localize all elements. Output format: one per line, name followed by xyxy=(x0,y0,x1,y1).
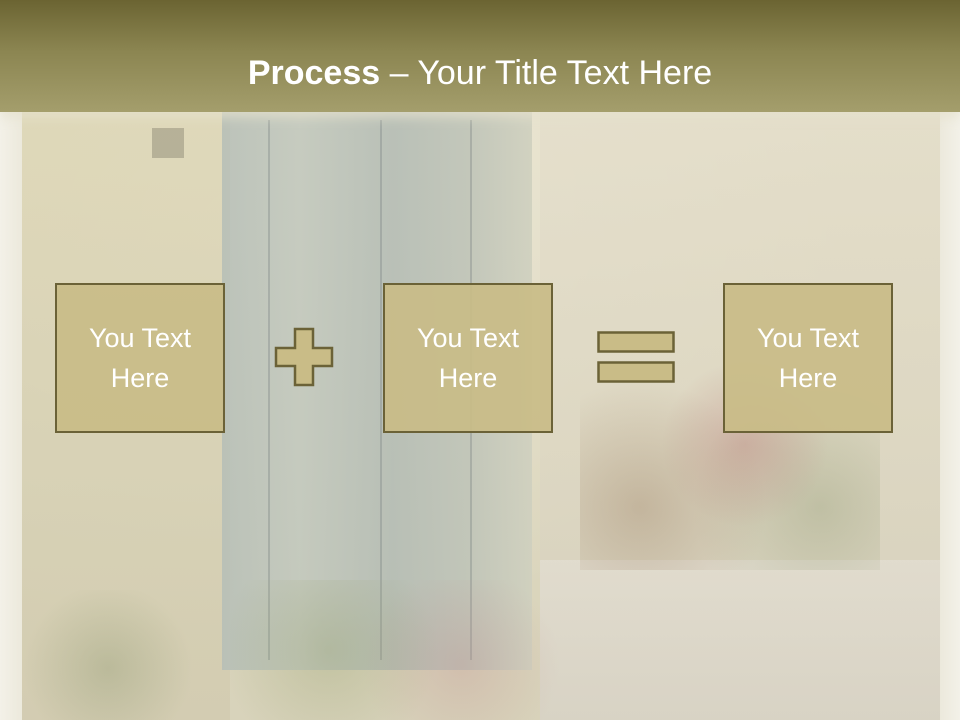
slide-title-rest: – Your Title Text Here xyxy=(380,54,713,92)
text-box-3[interactable]: You Text Here xyxy=(723,283,893,433)
wall-vent xyxy=(152,128,184,158)
text-box-1[interactable]: You Text Here xyxy=(55,283,225,433)
slide-title-bold: Process xyxy=(247,54,381,92)
background-step xyxy=(540,560,940,720)
slide-title[interactable]: Process – Your Title Text Here xyxy=(0,54,960,93)
door-plank-line xyxy=(380,120,382,660)
frame-border-right xyxy=(940,0,960,720)
text-box-label: You Text Here xyxy=(416,323,520,393)
text-box-label: You Text Here xyxy=(88,323,192,393)
plus-icon xyxy=(274,327,334,387)
text-box-label: You Text Here xyxy=(756,323,860,393)
background-plants-bottom xyxy=(230,580,560,720)
title-bar: Process – Your Title Text Here xyxy=(0,0,960,112)
background-plants-left xyxy=(20,590,240,720)
text-box-2[interactable]: You Text Here xyxy=(383,283,553,433)
equals-icon xyxy=(597,331,675,383)
frame-border-left xyxy=(0,0,22,720)
door-plank-line xyxy=(268,120,270,660)
